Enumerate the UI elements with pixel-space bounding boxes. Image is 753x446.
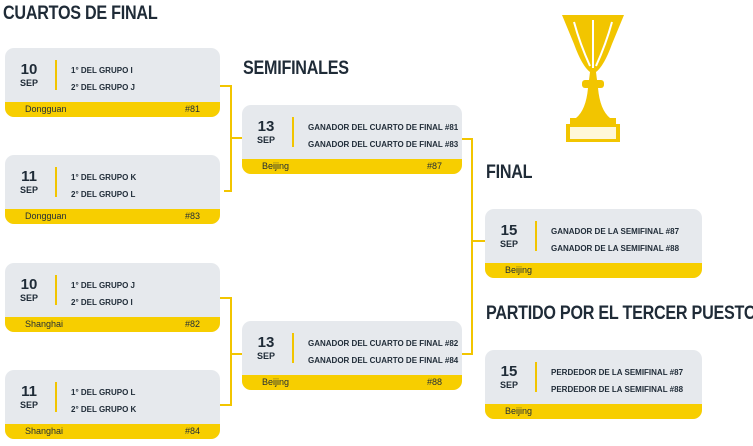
divider	[55, 167, 57, 197]
match-city: Beijing	[505, 265, 533, 275]
divider	[55, 60, 57, 90]
match-day: 13	[257, 334, 275, 351]
match-number: #81	[184, 104, 200, 114]
match-number: #83	[184, 211, 200, 221]
team-1: 1° DEL GRUPO J	[71, 281, 135, 290]
match-month: SEP	[499, 239, 518, 249]
trophy-icon	[562, 15, 624, 142]
team-2: 2° DEL GRUPO K	[71, 405, 137, 414]
match-day: 15	[500, 222, 518, 239]
match-footer: Shanghai #84	[5, 424, 220, 439]
match-footer: Beijing #88	[242, 375, 462, 390]
match-city: Shanghai	[25, 426, 64, 436]
match-month: SEP	[256, 135, 275, 145]
team-1: 1° DEL GRUPO K	[71, 173, 137, 182]
team-1: 1° DEL GRUPO L	[71, 388, 136, 397]
match-city: Shanghai	[25, 319, 64, 329]
match-number: #84	[184, 426, 200, 436]
match-month: SEP	[19, 78, 38, 88]
team-2: GANADOR DEL CUARTO DE FINAL #84	[308, 356, 459, 365]
match-month: SEP	[19, 185, 38, 195]
match-number: #88	[426, 377, 442, 387]
match-city: Dongguan	[25, 104, 67, 114]
team-2: 2° DEL GRUPO J	[71, 83, 135, 92]
match-city: Beijing	[505, 406, 533, 416]
match-day: 13	[257, 118, 275, 135]
match-day: 11	[21, 383, 37, 400]
match-day: 15	[500, 363, 518, 380]
team-2: 2° DEL GRUPO I	[71, 298, 133, 307]
semifinals-title: SEMIFINALES	[243, 58, 349, 79]
final-title: FINAL	[486, 162, 533, 183]
divider	[55, 275, 57, 305]
match-footer: Dongguan #83	[5, 209, 220, 224]
quarterfinals-title: CUARTOS DE FINAL	[3, 3, 158, 24]
match-footer: Beijing #87	[242, 159, 462, 174]
team-2: PERDEDOR DE LA SEMIFINAL #88	[551, 385, 684, 394]
match-city: Beijing	[262, 377, 290, 387]
team-1: PERDEDOR DE LA SEMIFINAL #87	[551, 368, 684, 377]
team-1: GANADOR DE LA SEMIFINAL #87	[551, 227, 680, 236]
match-month: SEP	[19, 400, 38, 410]
team-1: 1° DEL GRUPO I	[71, 66, 133, 75]
match-city: Beijing	[262, 161, 290, 171]
divider	[535, 221, 537, 251]
team-2: 2° DEL GRUPO L	[71, 190, 136, 199]
team-1: GANADOR DEL CUARTO DE FINAL #82	[308, 339, 459, 348]
match-footer: Beijing	[485, 263, 702, 278]
match-day: 10	[20, 61, 38, 78]
team-2: GANADOR DE LA SEMIFINAL #88	[551, 244, 680, 253]
match-day: 11	[21, 168, 37, 185]
team-1: GANADOR DEL CUARTO DE FINAL #81	[308, 123, 459, 132]
match-month: SEP	[499, 380, 518, 390]
team-2: GANADOR DEL CUARTO DE FINAL #83	[308, 140, 459, 149]
match-city: Dongguan	[25, 211, 67, 221]
divider	[55, 382, 57, 412]
match-day: 10	[20, 276, 38, 293]
match-month: SEP	[256, 351, 275, 361]
match-number: #87	[426, 161, 442, 171]
match-footer: Shanghai #82	[5, 317, 220, 332]
match-footer: Beijing	[485, 404, 702, 419]
divider	[292, 333, 294, 363]
match-month: SEP	[19, 293, 38, 303]
match-footer: Dongguan #81	[5, 102, 220, 117]
match-number: #82	[184, 319, 200, 329]
third-place-title: PARTIDO POR EL TERCER PUESTO	[486, 303, 753, 324]
divider	[292, 117, 294, 147]
divider	[535, 362, 537, 392]
